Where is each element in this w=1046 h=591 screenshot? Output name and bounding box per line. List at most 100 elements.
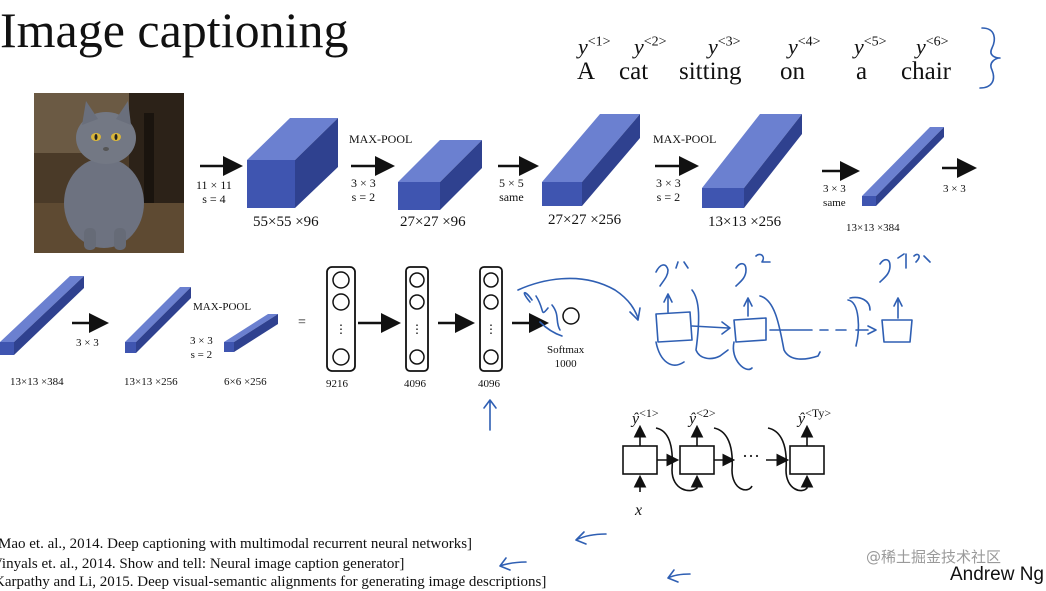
pool2-volume bbox=[702, 114, 802, 208]
rnn-ellipsis: ··· bbox=[742, 446, 760, 466]
yhat-sup: <2> bbox=[696, 406, 716, 420]
pool1-output: 27×27 ×96 bbox=[400, 214, 466, 230]
token-sup: <1> bbox=[587, 34, 611, 50]
row2-volume-256 bbox=[125, 287, 191, 353]
pool2-stride: s = 2 bbox=[656, 190, 681, 204]
watermark: @稀土掘金技术社区 bbox=[866, 548, 1002, 566]
yhat-base: ŷ bbox=[632, 410, 640, 428]
pool3-output: 6×6 ×256 bbox=[224, 376, 267, 388]
caption-word: on bbox=[780, 58, 805, 85]
yhat-base: ŷ bbox=[689, 410, 697, 428]
softmax-size: 1000 bbox=[554, 358, 577, 370]
conv3-volume bbox=[862, 127, 944, 206]
rnn-box-2 bbox=[733, 317, 767, 343]
token-base: y bbox=[634, 34, 644, 59]
svg-text:⋮: ⋮ bbox=[485, 322, 497, 336]
token-sup: <6> bbox=[925, 34, 949, 50]
conv5-filter: 3 × 3 bbox=[76, 337, 99, 349]
conv2-output: 27×27 ×256 bbox=[548, 212, 622, 228]
token-sup: <3> bbox=[717, 34, 741, 50]
pool1-label: MAX-POOL bbox=[349, 132, 413, 146]
yhat-2: ŷ<2> bbox=[689, 406, 716, 428]
fc-layer-9216: ⋮ bbox=[326, 266, 356, 372]
reference-2: Vinyals et. al., 2014. Show and tell: Ne… bbox=[0, 556, 405, 572]
rnn-cell-3 bbox=[789, 445, 825, 475]
svg-text:⋮: ⋮ bbox=[411, 322, 423, 336]
conv3-filter-size: 3 × 3 bbox=[823, 183, 846, 195]
conv1-stride: s = 4 bbox=[202, 192, 226, 206]
ink-arrow-to-rnn bbox=[517, 277, 641, 321]
conv2-volume bbox=[542, 114, 640, 206]
token-sup: <5> bbox=[863, 34, 887, 50]
caption-token: y<3> bbox=[708, 34, 741, 60]
caption-word: chair bbox=[901, 58, 951, 85]
fc-layer-4096-b: ⋮ bbox=[479, 266, 503, 372]
conv3-filter: 3 × 3 same bbox=[823, 182, 846, 210]
pool1-volume bbox=[398, 140, 482, 210]
yhat-ty: ŷ<Ty> bbox=[798, 406, 831, 428]
pool2-output: 13×13 ×256 bbox=[708, 214, 782, 230]
conv4-filter: 3 × 3 bbox=[943, 183, 966, 195]
row2-volume-384 bbox=[0, 276, 84, 355]
fc-size-4096-b: 4096 bbox=[478, 378, 500, 390]
reference-3: Karpathy and Li, 2015. Deep visual-seman… bbox=[0, 574, 547, 590]
caption-word: A bbox=[577, 58, 596, 85]
svg-text:⋮: ⋮ bbox=[335, 322, 347, 336]
ref-arrow-2 bbox=[499, 557, 527, 571]
conv5-output: 13×13 ×256 bbox=[124, 376, 178, 388]
fc-up-arrow bbox=[483, 399, 497, 431]
caption-word: cat bbox=[619, 58, 649, 85]
caption-word: sitting bbox=[679, 58, 742, 85]
caption-token: y<1> bbox=[578, 34, 611, 60]
reference-1: Mao et. al., 2014. Deep captioning with … bbox=[0, 536, 473, 552]
rnn-cell-2 bbox=[679, 445, 715, 475]
conv3-stride: same bbox=[823, 197, 846, 209]
pool3-filter-size: 3 × 3 bbox=[190, 335, 213, 347]
softmax-label: Softmax 1000 bbox=[547, 343, 584, 371]
token-base: y bbox=[916, 34, 926, 59]
handwritten-annotations bbox=[483, 27, 1001, 583]
pool3-filter: 3 × 3 s = 2 bbox=[190, 334, 213, 362]
row2-volume-6x6 bbox=[224, 314, 278, 352]
conv1-volume bbox=[247, 118, 338, 208]
token-base: y bbox=[578, 34, 588, 59]
fc-size-4096-a: 4096 bbox=[404, 378, 426, 390]
rnn-diagram bbox=[622, 424, 825, 492]
fc-size-9216: 9216 bbox=[326, 378, 348, 390]
caption-token: y<6> bbox=[916, 34, 949, 60]
token-sup: <4> bbox=[797, 34, 821, 50]
yhat-sup: <Ty> bbox=[805, 406, 832, 420]
token-base: y bbox=[788, 34, 798, 59]
pool1-stride: s = 2 bbox=[351, 190, 376, 204]
rnn-input-x: x bbox=[635, 502, 643, 519]
row2-block1-output: 13×13 ×384 bbox=[10, 376, 64, 388]
caption-brace bbox=[979, 27, 1001, 89]
pool3-stride: s = 2 bbox=[190, 349, 213, 361]
softmax-name: Softmax bbox=[547, 344, 585, 356]
equals-sign: = bbox=[298, 315, 306, 330]
pool2-label: MAX-POOL bbox=[653, 132, 717, 146]
yhat-1: ŷ<1> bbox=[632, 406, 659, 428]
rnn-box-1 bbox=[655, 311, 693, 343]
conv2-stride: same bbox=[499, 190, 524, 204]
ref-arrow-3 bbox=[667, 569, 691, 583]
cat-photo bbox=[34, 93, 184, 253]
author-name: Andrew Ng bbox=[950, 564, 1044, 585]
pool2-filter-size: 3 × 3 bbox=[656, 176, 681, 190]
conv3-output: 13×13 ×384 bbox=[846, 222, 900, 234]
pool3-label: MAX-POOL bbox=[193, 301, 252, 313]
token-base: y bbox=[854, 34, 864, 59]
pool1-filter-size: 3 × 3 bbox=[351, 176, 376, 190]
ref-arrow-1 bbox=[575, 531, 607, 545]
yhat-sup: <1> bbox=[639, 406, 659, 420]
caption-token: y<2> bbox=[634, 34, 667, 60]
caption-token: y<4> bbox=[788, 34, 821, 60]
conv1-filter-size: 11 × 11 bbox=[196, 178, 232, 192]
conv2-filter-size: 5 × 5 bbox=[499, 176, 524, 190]
fc-layer-4096-a: ⋮ bbox=[405, 266, 429, 372]
scribble-out bbox=[523, 291, 563, 337]
token-base: y bbox=[708, 34, 718, 59]
